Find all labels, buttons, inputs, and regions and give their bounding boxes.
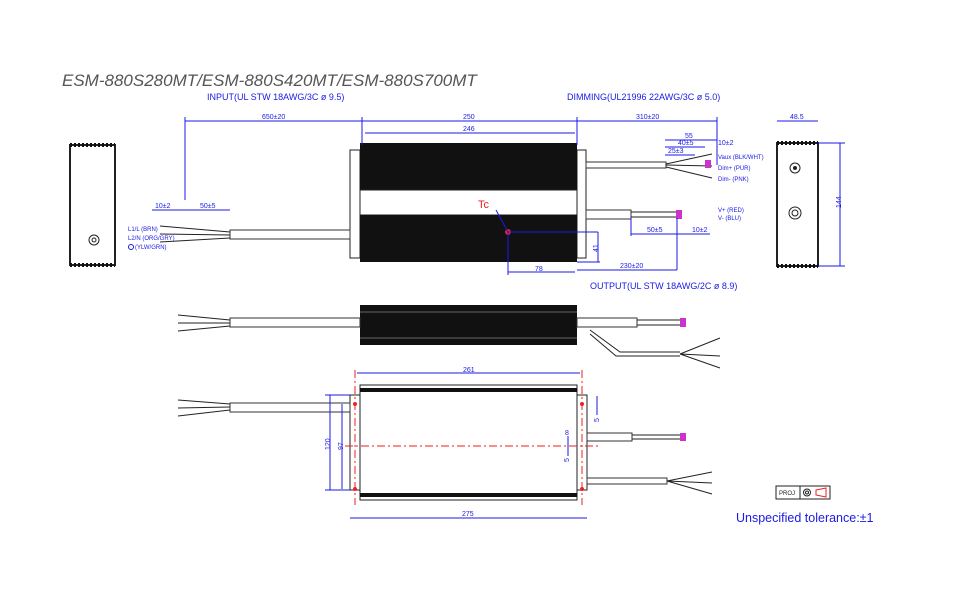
tolerance-note: Unspecified tolerance:±1	[736, 511, 874, 525]
side-view	[177, 305, 721, 369]
dimension-label: 120	[325, 438, 332, 450]
top-view: Tc	[159, 143, 713, 262]
dimension-label: 650±20	[262, 114, 285, 121]
dimension-label: 97	[338, 442, 345, 450]
dimming-cable-label: DIMMING(UL21996 22AWG/3C ø 5.0)	[567, 92, 720, 102]
dimension-label: 5	[564, 458, 571, 462]
dimension-label: 144	[836, 196, 843, 208]
dimension-label: 230±20	[620, 263, 643, 270]
top-dimensions: 650±20 250 246 310±20 55 40±5 25±3 10±2 …	[152, 114, 734, 275]
dimension-label: 261	[463, 367, 475, 374]
dimension-label: 275	[462, 511, 474, 518]
dimension-label: 5	[594, 418, 601, 422]
dimension-label: 10±2	[692, 227, 708, 234]
dimension-label: 25±3	[668, 148, 684, 155]
bottom-view: 261 275 120 97 8 5 5	[177, 367, 713, 519]
dimension-label: 310±20	[636, 114, 659, 121]
tc-label: Tc	[478, 199, 490, 211]
dimension-label: 8	[565, 430, 569, 437]
output-cable-label: OUTPUT(UL STW 18AWG/2C ø 8.9)	[590, 281, 737, 291]
dimension-label: 41	[593, 244, 600, 252]
dimension-label: 246	[463, 126, 475, 133]
dimension-label: V- (BLU)	[718, 216, 741, 222]
dimension-label: 78	[535, 266, 543, 273]
dimension-label: L2/N (ORG/GRY)	[128, 236, 175, 242]
dimension-label: L1/L (BRN)	[128, 227, 158, 233]
dimension-label: 48.5	[790, 114, 804, 121]
projection-symbol: PROJ	[775, 485, 831, 500]
dimension-label: 10±2	[718, 140, 734, 147]
dimension-label: Dim- (PNK)	[718, 177, 749, 183]
input-cable-label: INPUT(UL STW 18AWG/3C ø 9.5)	[207, 92, 344, 102]
dimension-label: 50±5	[200, 203, 216, 210]
dimension-label: 40±5	[678, 140, 694, 147]
right-end-view: 48.5 144	[776, 114, 845, 268]
dimension-label: 50±5	[647, 227, 663, 234]
dimension-label: PROJ	[779, 491, 795, 497]
drawing-title: ESM-880S280MT/ESM-880S420MT/ESM-880S700M…	[62, 71, 478, 90]
left-end-view	[69, 143, 116, 267]
dimension-label: 55	[685, 133, 693, 140]
dimension-label: Dim+ (PUR)	[718, 166, 751, 172]
dimension-label: 10±2	[155, 203, 171, 210]
dimension-label: (YLW/GRN)	[135, 245, 167, 251]
dimension-label: Vaux (BLK/WHT)	[718, 155, 764, 161]
dimension-label: V+ (RED)	[718, 208, 744, 214]
dimension-label: 250	[463, 114, 475, 121]
